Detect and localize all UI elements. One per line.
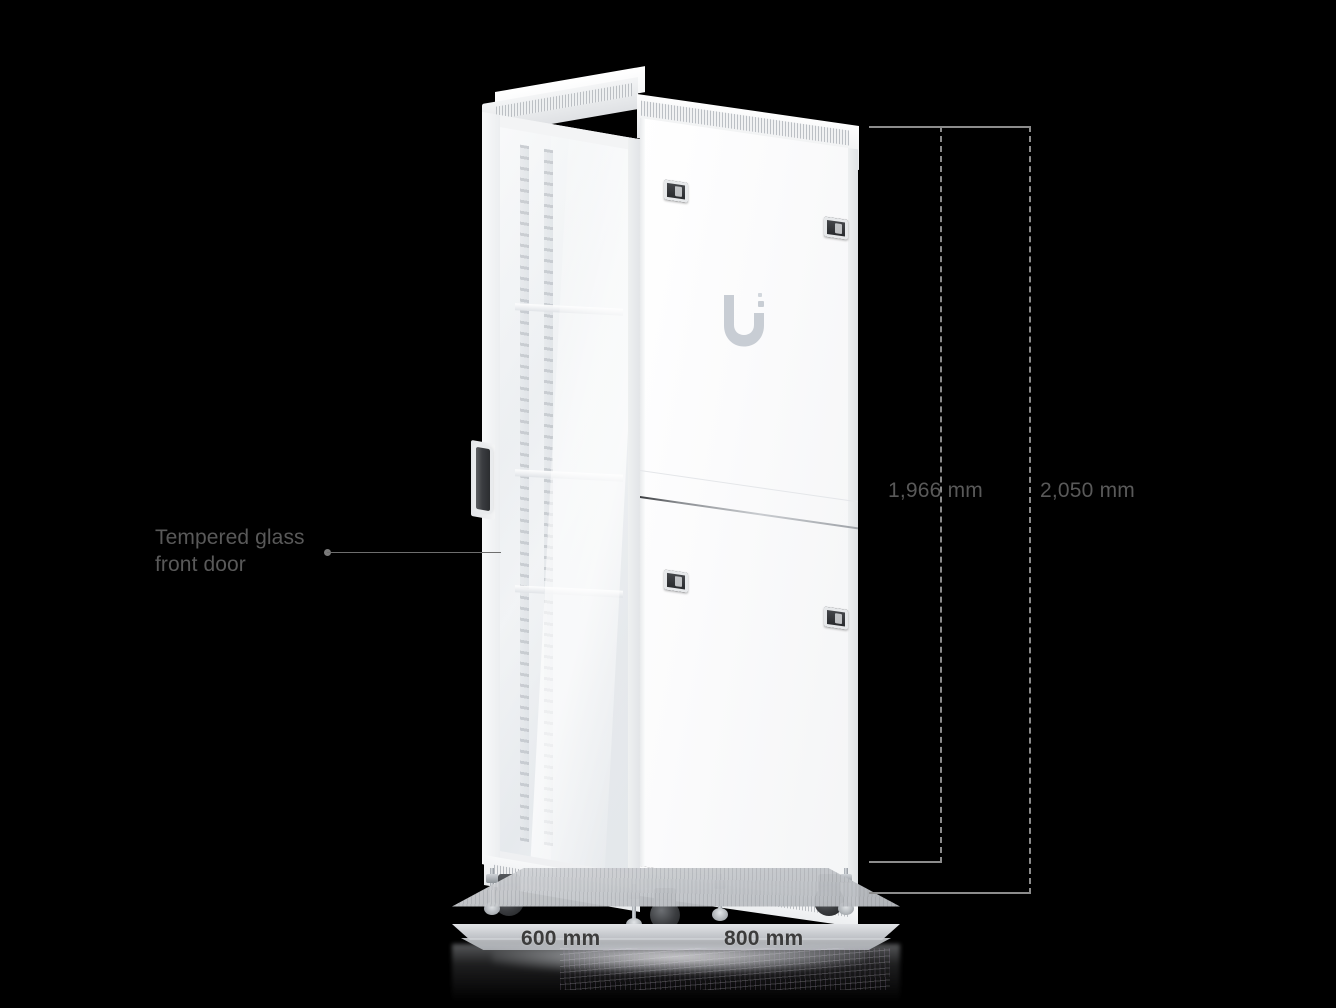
caster-fork xyxy=(818,874,840,896)
dimension-terminator-outer xyxy=(869,892,1031,894)
caster-front-right xyxy=(648,886,682,932)
foot-pad xyxy=(838,902,854,915)
rack-mounting-rail-left xyxy=(520,145,530,842)
rack-mounting-rail-right xyxy=(543,149,553,846)
vent-perforations-front-top xyxy=(496,83,632,120)
base-plate-perforations xyxy=(452,868,900,907)
vent-perforations-side-top xyxy=(641,100,849,146)
vent-perforations-front-bottom xyxy=(494,864,634,903)
foot-stem xyxy=(490,868,494,908)
rack-top-vent-side xyxy=(637,94,859,170)
side-panel-latch-top-right xyxy=(824,216,848,240)
door-frame-right xyxy=(628,137,640,892)
vent-perforations-side-bottom xyxy=(646,873,848,917)
foot-nut xyxy=(840,874,852,883)
foot-stem xyxy=(844,868,848,908)
caster-wheel xyxy=(814,886,844,916)
caster-fork xyxy=(654,888,676,910)
door-handle xyxy=(476,446,490,512)
side-panel-latch-bottom-left xyxy=(664,569,688,593)
side-panel-left-edge xyxy=(640,118,645,867)
base-plate-shadow xyxy=(492,948,864,974)
caster-fork xyxy=(498,874,520,896)
shipping-base-plate xyxy=(452,868,900,974)
leveling-foot-front-right xyxy=(626,884,642,942)
side-panel-split-seam xyxy=(640,496,858,530)
door-handle-recess xyxy=(471,439,495,521)
dimension-line-height-outer xyxy=(1029,126,1031,894)
rack-interior-shelf-lower xyxy=(515,585,623,598)
base-plate-edge-upper xyxy=(452,924,900,940)
foot-stem xyxy=(718,874,722,914)
dimension-label-height-inner: 1,966 mm xyxy=(888,479,983,502)
foot-pad xyxy=(712,908,728,921)
rack-top-vent-front xyxy=(482,77,638,136)
door-frame-bottom xyxy=(482,848,640,892)
side-panel-right-edge xyxy=(848,147,858,898)
rack-interior-shelf-top xyxy=(515,302,623,316)
foot-nut xyxy=(628,890,640,899)
leveling-foot-rear-center xyxy=(712,874,728,932)
door-frame-top xyxy=(482,112,640,152)
leveling-foot-front-left xyxy=(484,868,500,926)
caster-rear-right xyxy=(812,872,846,918)
dimension-label-height-outer: 2,050 mm xyxy=(1040,479,1135,502)
glass-reflection-sheen xyxy=(524,127,628,874)
caster-wheel xyxy=(494,886,524,916)
base-plate-edge-lower xyxy=(460,938,892,950)
door-frame-left xyxy=(482,112,500,868)
rack-top-surface xyxy=(495,66,645,118)
floor-reflection xyxy=(452,944,900,1002)
rack-side-panel xyxy=(640,118,858,898)
dimension-terminator-inner xyxy=(869,861,941,863)
side-panel-latch-bottom-right xyxy=(824,606,848,630)
caster-wheel xyxy=(650,900,680,930)
side-panel-latch-top-left xyxy=(664,179,688,203)
dimension-label-width: 800 mm xyxy=(724,927,804,950)
foot-pad xyxy=(484,902,500,915)
foot-pad xyxy=(626,918,642,931)
leveling-foot-rear-right xyxy=(838,868,854,926)
rack-base-vent-front xyxy=(484,855,640,912)
base-plate-top-surface xyxy=(452,868,900,907)
dimension-top-reference-line xyxy=(869,126,1031,128)
foot-nut xyxy=(486,874,498,883)
rack-interior-shelf-middle xyxy=(515,469,623,482)
dimension-line-height-inner xyxy=(940,126,942,863)
ubiquiti-u-logo xyxy=(724,292,764,347)
floor-reflection-noise xyxy=(560,948,890,990)
rack-front-door xyxy=(482,112,640,892)
rack-base-vent-side xyxy=(640,866,858,928)
rack-interior-backwall xyxy=(551,135,628,874)
foot-stem xyxy=(632,884,636,924)
foot-nut xyxy=(714,880,726,889)
callout-leader-line xyxy=(327,552,501,553)
dimension-label-depth: 600 mm xyxy=(521,927,601,950)
callout-tempered-glass-front-door: Tempered glass front door xyxy=(155,526,305,576)
caster-front-left xyxy=(492,872,526,918)
tempered-glass-pane xyxy=(500,127,628,874)
side-panel-soft-seam xyxy=(640,470,858,503)
